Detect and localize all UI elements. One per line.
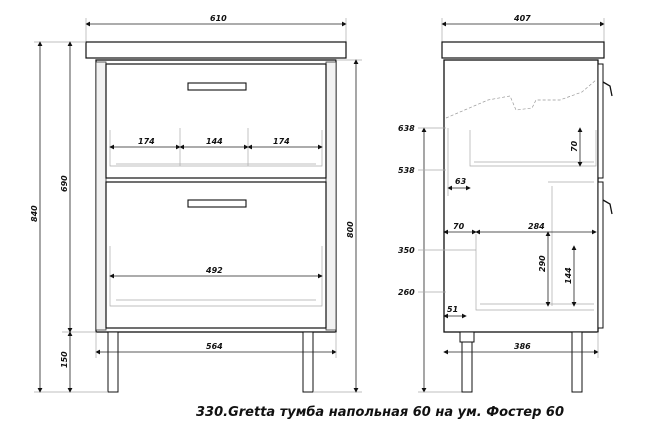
level-538: 538	[398, 166, 415, 175]
dim-800: 800	[346, 221, 355, 238]
dim-70-horizontal: 70	[453, 222, 465, 231]
leg-right	[302, 331, 314, 393]
dim-840: 840	[30, 205, 39, 222]
dim-51: 51	[447, 305, 458, 314]
dim-386: 386	[514, 342, 531, 351]
upper-drawer-handle	[187, 82, 247, 91]
level-638: 638	[398, 124, 415, 133]
dim-63: 63	[455, 177, 467, 186]
countertop	[85, 41, 347, 59]
dim-144: 144	[206, 137, 223, 146]
dim-284: 284	[528, 222, 545, 231]
dim-690: 690	[60, 175, 69, 192]
side-body	[443, 59, 599, 333]
front-view: 610 174 144 174 492	[30, 14, 362, 393]
level-350: 350	[398, 246, 415, 255]
side-leg	[571, 331, 583, 393]
dim-610-label: 610	[210, 14, 227, 23]
dim-407: 407	[513, 14, 531, 23]
dim-144-side: 144	[564, 267, 573, 284]
drawing-caption: 330.Gretta тумба напольная 60 на ум. Фос…	[196, 405, 564, 420]
dim-174-left: 174	[138, 137, 155, 146]
leg-left	[107, 331, 119, 393]
dim-492: 492	[205, 266, 223, 275]
level-260: 260	[398, 288, 415, 297]
dim-150: 150	[60, 351, 69, 368]
side-view: 407 70 63 70 284 290	[398, 14, 613, 393]
lower-drawer-handle	[187, 199, 247, 208]
dim-564: 564	[206, 342, 223, 351]
side-countertop	[441, 41, 605, 59]
drain-pipe	[461, 341, 473, 393]
dim-174-right: 174	[273, 137, 290, 146]
dim-290: 290	[538, 255, 547, 272]
upper-drawer-front	[105, 63, 327, 179]
dim-70-vertical: 70	[570, 140, 579, 152]
